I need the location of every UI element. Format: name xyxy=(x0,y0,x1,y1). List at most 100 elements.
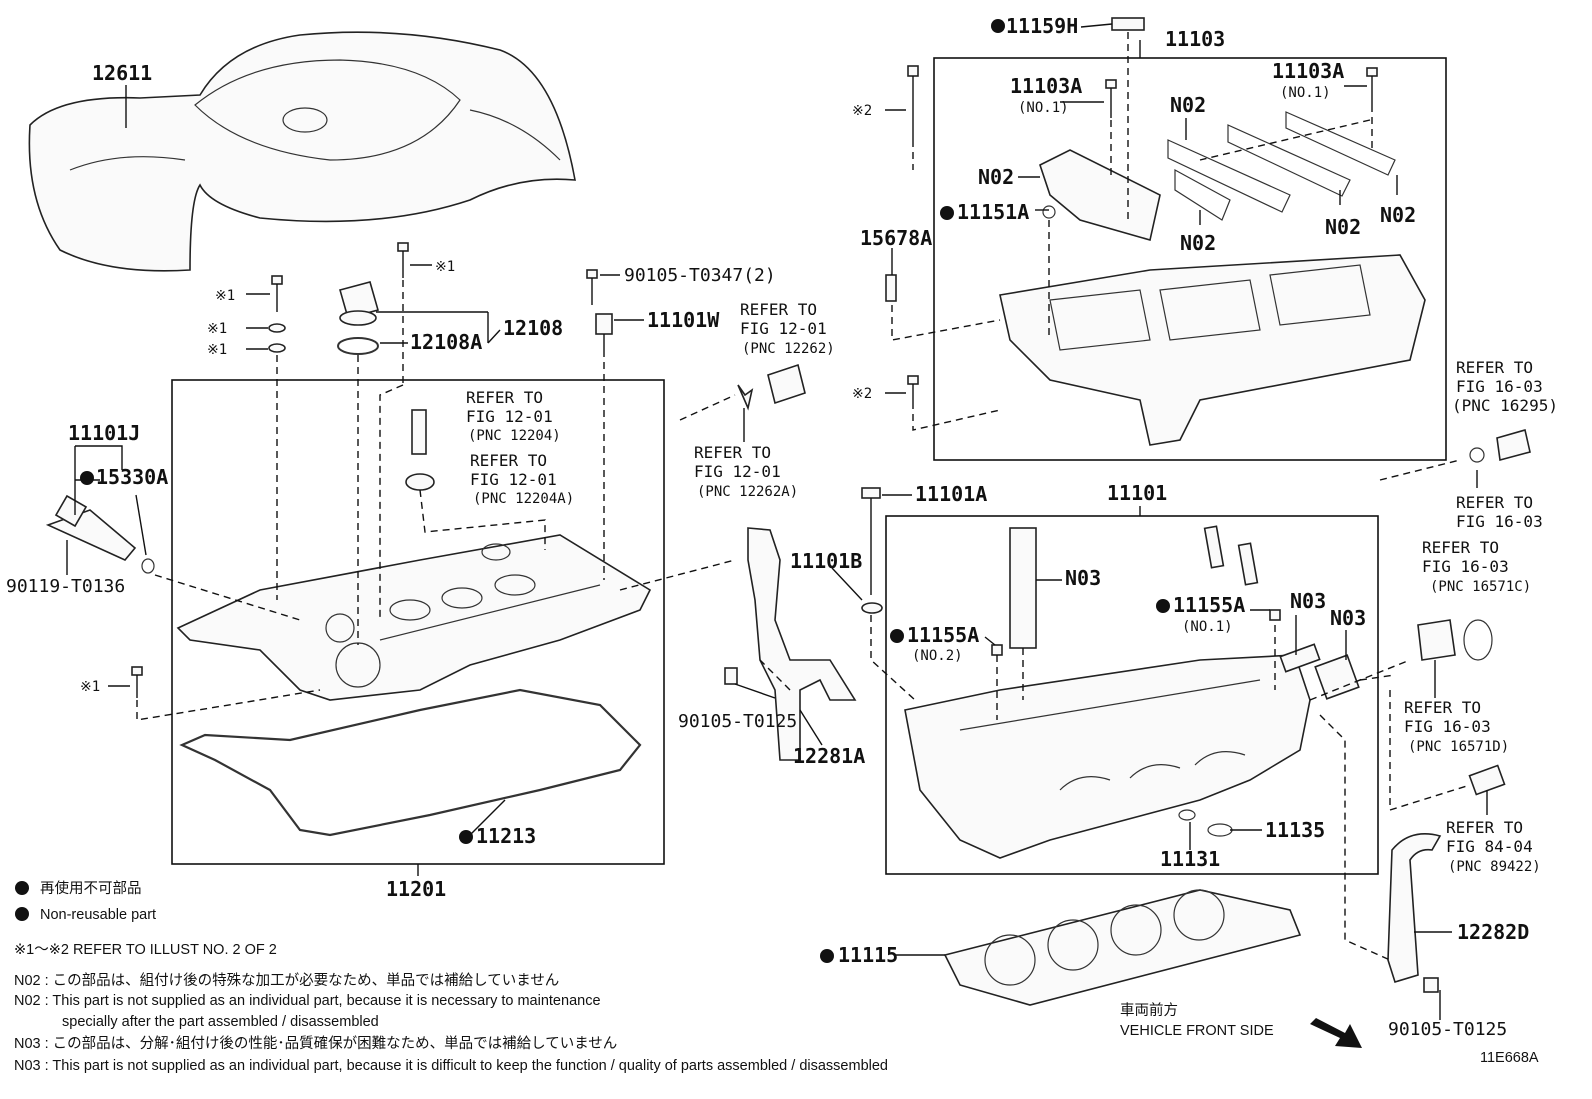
label-12108[interactable]: 12108 xyxy=(503,316,563,340)
refer-fig-12-01-12262a-l2[interactable]: FIG 12-01 xyxy=(694,462,781,481)
label-11115[interactable]: 11115 xyxy=(838,943,898,967)
label-90105-t0125-b[interactable]: 90105-T0125 xyxy=(1388,1019,1507,1040)
note-n02-jp: N02 : この部品は、組付け後の特殊な加工が必要なため、単品では補給していませ… xyxy=(14,972,559,989)
label-n02-e: N02 xyxy=(1380,203,1416,227)
seal-11159h-shape xyxy=(1111,17,1145,31)
label-11155a-no1[interactable]: 11155A xyxy=(1173,593,1245,617)
refer-fig-12-01-12262a-l3: (PNC 12262A) xyxy=(697,484,798,500)
hose-shapes xyxy=(737,363,1531,796)
refer-fig-16-03-16295-l1[interactable]: REFER TO xyxy=(1456,358,1533,377)
note-n03-en: N03 : This part is not supplied as an in… xyxy=(14,1058,888,1074)
label-x1-b: ※1 xyxy=(207,321,227,337)
refer-fig-84-04-89422-l3: (PNC 89422) xyxy=(1448,859,1541,875)
refer-fig-16-03-16571d-l1[interactable]: REFER TO xyxy=(1404,698,1481,717)
refer-fig-84-04-89422-l1[interactable]: REFER TO xyxy=(1446,818,1523,837)
label-11201[interactable]: 11201 xyxy=(386,877,446,901)
label-11103a-right[interactable]: 11103A xyxy=(1272,59,1344,83)
label-x1-c: ※1 xyxy=(207,342,227,358)
oil-filler-cap-shape[interactable] xyxy=(337,281,379,355)
label-n03-c: N03 xyxy=(1330,606,1366,630)
label-11159h[interactable]: 11159H xyxy=(1006,14,1078,38)
label-11103a-left[interactable]: 11103A xyxy=(1010,74,1082,98)
cylinder-head-cover-shape[interactable] xyxy=(176,534,652,701)
label-11135[interactable]: 11135 xyxy=(1265,818,1325,842)
refer-fig-12-01-12262-l3: (PNC 12262) xyxy=(742,341,835,357)
legend-non-reusable-jp: 再使用不可部品 xyxy=(40,880,142,897)
label-x1-a: ※1 xyxy=(215,288,235,304)
label-12611[interactable]: 12611 xyxy=(92,61,152,85)
label-90119-t0136[interactable]: 90119-T0136 xyxy=(6,576,125,597)
cylinder-head-box xyxy=(885,515,1379,875)
refer-fig-16-03-16571c-l3: (PNC 16571C) xyxy=(1430,579,1531,595)
oil-control-valve-shape[interactable] xyxy=(45,494,155,574)
refer-fig-12-01-12262-l2[interactable]: FIG 12-01 xyxy=(740,319,827,338)
legend-refer-illust: ※1～※2 REFER TO ILLUST NO. 2 OF 2 xyxy=(14,942,277,958)
refer-fig-12-01-12204-l2[interactable]: FIG 12-01 xyxy=(466,407,553,426)
refer-fig-12-01-12204a-l1[interactable]: REFER TO xyxy=(470,451,547,470)
label-11155a-no1-sub: (NO.1) xyxy=(1182,619,1233,635)
bolt-shapes xyxy=(131,65,1439,993)
refer-fig-16-03-16571c-l2[interactable]: FIG 16-03 xyxy=(1422,557,1509,576)
label-11151a[interactable]: 11151A xyxy=(957,200,1029,224)
refer-fig-12-01-12204-l1[interactable]: REFER TO xyxy=(466,388,543,407)
water-bypass-pipe-shape[interactable] xyxy=(747,527,857,761)
label-n02-c: N02 xyxy=(1180,231,1216,255)
refer-fig-16-03-l2[interactable]: FIG 16-03 xyxy=(1456,512,1543,531)
label-12108a[interactable]: 12108A xyxy=(410,330,482,354)
vehicle-front-en: VEHICLE FRONT SIDE xyxy=(1120,1023,1274,1039)
label-15678a[interactable]: 15678A xyxy=(860,226,932,250)
label-n03-a: N03 xyxy=(1065,566,1101,590)
label-11101b[interactable]: 11101B xyxy=(790,549,862,573)
label-11101a[interactable]: 11101A xyxy=(915,482,987,506)
vehicle-front-jp: 車両前方 xyxy=(1120,1002,1178,1019)
dashed-lines xyxy=(136,32,1471,961)
refer-fig-16-03-16295-l2[interactable]: FIG 16-03 xyxy=(1456,377,1543,396)
label-n02-b: N02 xyxy=(1170,93,1206,117)
refer-fig-16-03-l1[interactable]: REFER TO xyxy=(1456,493,1533,512)
refer-fig-12-01-12204-l3: (PNC 12204) xyxy=(468,428,561,444)
camshaft-housing-shape[interactable] xyxy=(999,111,1426,446)
label-n03-b: N03 xyxy=(1290,589,1326,613)
cylinder-head-shape[interactable] xyxy=(904,525,1360,859)
label-11101[interactable]: 11101 xyxy=(1107,481,1167,505)
part-labels: 12611 11159H 11103 11103A (NO.1) 11103A … xyxy=(6,14,1529,1040)
refer-fig-12-01-12262-l1[interactable]: REFER TO xyxy=(740,300,817,319)
label-x2-top: ※2 xyxy=(852,103,872,119)
label-15330a[interactable]: 15330A xyxy=(96,465,168,489)
legend: 再使用不可部品 Non-reusable part ※1～※2 REFER TO… xyxy=(14,880,888,1074)
engine-cover-shape[interactable] xyxy=(28,31,576,272)
refer-fig-12-01-12262a-l1[interactable]: REFER TO xyxy=(694,443,771,462)
label-90105-t0347[interactable]: 90105-T0347(2) xyxy=(624,265,776,286)
refer-fig-16-03-16295-l3: (PNC 16295) xyxy=(1452,396,1558,415)
refer-labels: REFER TO FIG 12-01 (PNC 12262) REFER TO … xyxy=(466,300,1558,875)
label-12281a[interactable]: 12281A xyxy=(793,744,865,768)
refer-fig-12-01-12204a-l2[interactable]: FIG 12-01 xyxy=(470,470,557,489)
note-n02-en-1: N02 : This part is not supplied as an in… xyxy=(14,993,601,1009)
label-12282d[interactable]: 12282D xyxy=(1457,920,1529,944)
label-11101w[interactable]: 11101W xyxy=(647,308,720,332)
label-11155a-no2[interactable]: 11155A xyxy=(907,623,979,647)
label-11131[interactable]: 11131 xyxy=(1160,847,1220,871)
label-n02-a: N02 xyxy=(978,165,1014,189)
leader-lines xyxy=(66,23,1488,1020)
diagram-id: 11E668A xyxy=(1480,1050,1539,1066)
head-cover-gasket-shape[interactable] xyxy=(179,688,642,837)
refer-fig-12-01-12204a-l3: (PNC 12204A) xyxy=(473,491,574,507)
label-90105-t0125-a[interactable]: 90105-T0125 xyxy=(678,711,797,732)
legend-non-reusable-en: Non-reusable part xyxy=(40,907,156,923)
cylinder-head-gasket-shape[interactable] xyxy=(943,889,1302,1006)
bracket-shape[interactable] xyxy=(1387,833,1442,983)
label-11155a-no2-sub: (NO.2) xyxy=(912,648,963,664)
label-11101j[interactable]: 11101J xyxy=(68,421,140,445)
refer-fig-16-03-16571c-l1[interactable]: REFER TO xyxy=(1422,538,1499,557)
label-x2-bottom: ※2 xyxy=(852,386,872,402)
refer-fig-16-03-16571d-l2[interactable]: FIG 16-03 xyxy=(1404,717,1491,736)
label-11103[interactable]: 11103 xyxy=(1165,27,1225,51)
refer-fig-84-04-89422-l2[interactable]: FIG 84-04 xyxy=(1446,837,1533,856)
camshaft-housing-box xyxy=(933,57,1447,461)
label-11213[interactable]: 11213 xyxy=(476,824,536,848)
label-11103a-right-sub: (NO.1) xyxy=(1280,85,1331,101)
label-11103a-left-sub: (NO.1) xyxy=(1018,100,1069,116)
note-n03-jp: N03 : この部品は、分解･組付け後の性能･品質確保が困難なため、単品では補給… xyxy=(14,1034,617,1052)
